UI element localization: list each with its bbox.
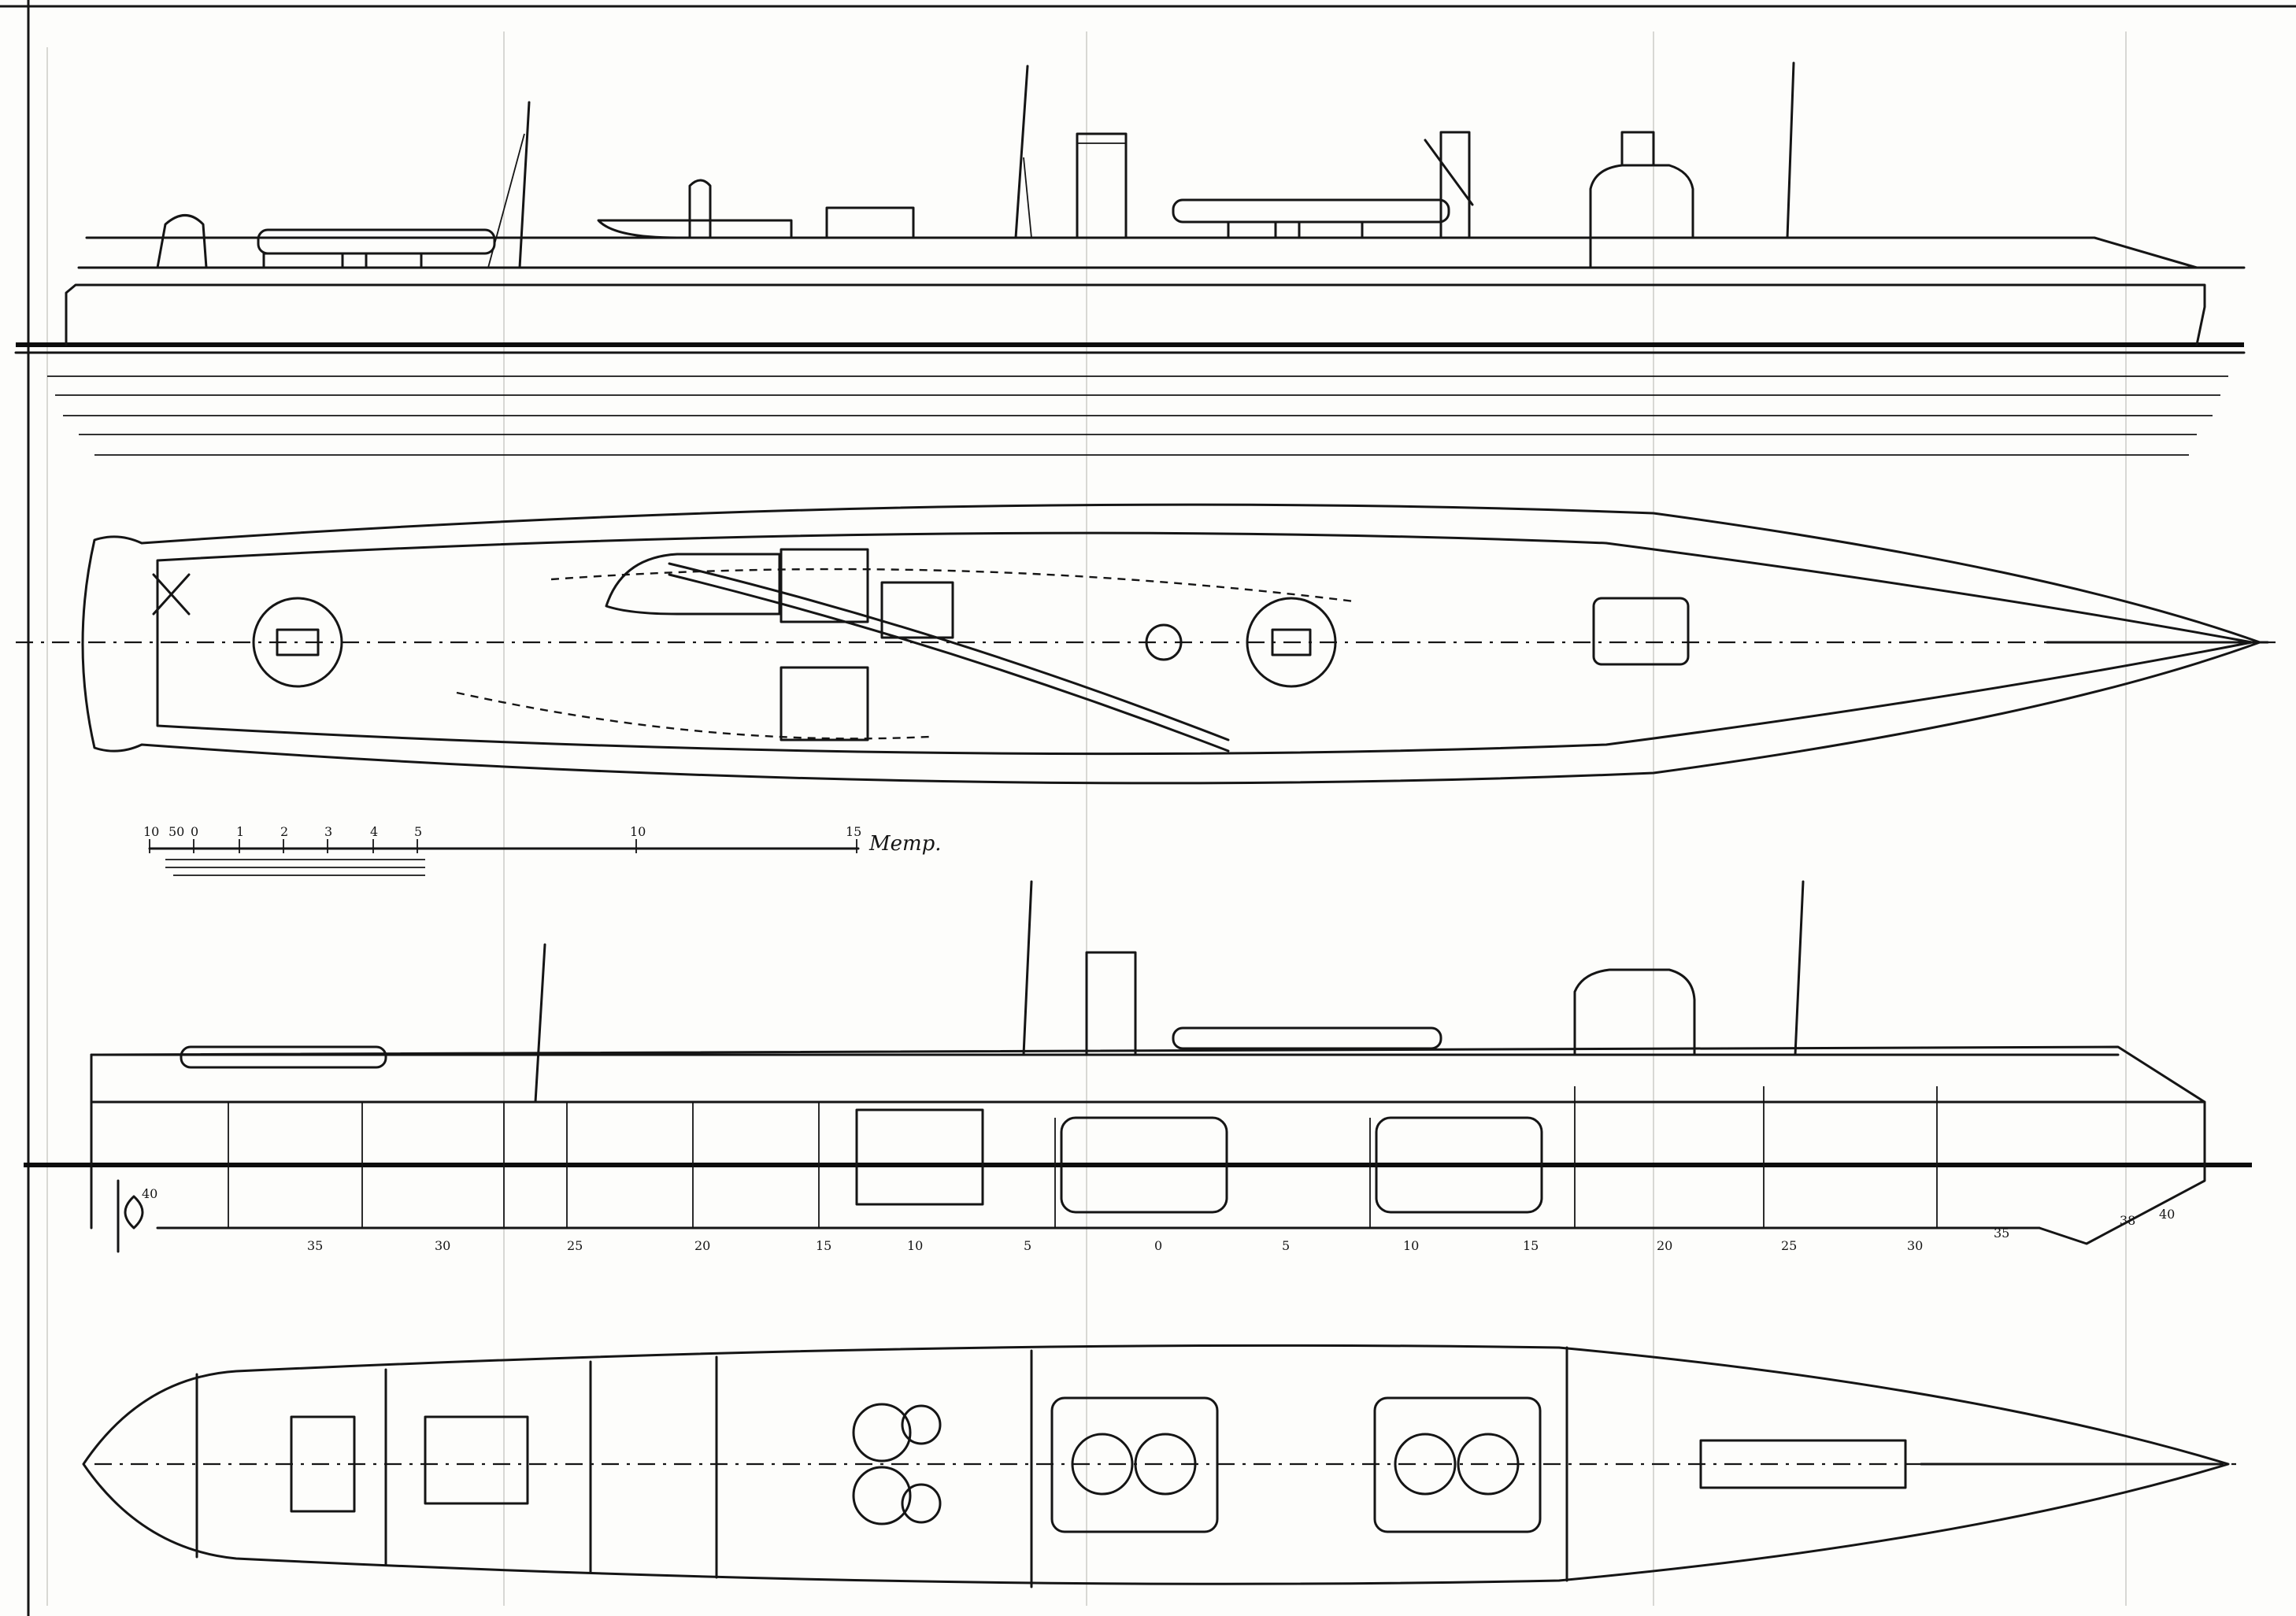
inboard-mid-torpedo-tube: [1172, 1026, 1442, 1050]
aft-boat: [597, 219, 793, 239]
aft-boiler: [1375, 1116, 1543, 1214]
frame-number: 35: [307, 1238, 323, 1253]
hold-bulkheads: [195, 1346, 1568, 1588]
scale-tick-2: 2: [280, 824, 288, 839]
frame-number: 35: [1994, 1226, 2009, 1241]
frame-number: 0: [1154, 1238, 1162, 1253]
aft-cabin: [290, 1415, 356, 1513]
boiler-hatch: [880, 581, 954, 639]
inboard-aft-mast: [534, 943, 546, 1104]
wardroom: [424, 1415, 529, 1505]
frame-number: 30: [1907, 1238, 1923, 1253]
torpedo-rail: [668, 562, 1230, 741]
stern-bitts: [152, 573, 191, 616]
frame-number: 10: [1403, 1238, 1419, 1253]
engine-block: [855, 1108, 984, 1206]
funnel-opening: [1145, 623, 1183, 661]
inboard-main-mast: [1022, 880, 1033, 1056]
deck-coaming: [156, 531, 2253, 756]
deck-plan-view: [16, 503, 2276, 785]
davit: [1424, 139, 1474, 206]
aft-mast: [518, 101, 531, 269]
scale-tick-10: 10: [143, 824, 159, 839]
main-mast: [1014, 65, 1029, 239]
frame-number: 15: [1523, 1238, 1539, 1253]
scale-tick-3: 3: [324, 824, 332, 839]
deck-boat: [605, 553, 781, 616]
hold-fore-boiler: [1050, 1396, 1219, 1533]
scale-unit-label: Метр.: [868, 832, 942, 856]
fore-mast: [1786, 61, 1795, 239]
profile-hull: [65, 283, 2206, 346]
frame-grid: [228, 1086, 1938, 1228]
frame-number: 5: [1024, 1238, 1031, 1253]
frame-number: 38: [2120, 1213, 2135, 1228]
engine-hatch-starboard: [780, 666, 869, 741]
frame-number: 25: [567, 1238, 583, 1253]
scale-tick-15m: 15: [846, 824, 861, 839]
hold-aft-boiler: [1373, 1396, 1542, 1533]
deck-outline: [81, 503, 2261, 785]
scale-ticks: [149, 839, 857, 853]
fore-boiler: [1060, 1116, 1228, 1214]
bow-magazine: [1699, 1439, 1907, 1489]
frame-number: 5: [1282, 1238, 1290, 1253]
outboard-profile-view: [14, 61, 2246, 456]
training-arc-port: [456, 691, 930, 740]
conning-tower: [1589, 164, 1694, 269]
scale-tick-1: 1: [236, 824, 244, 839]
funnel: [1076, 132, 1128, 239]
aft-ventilator: [688, 179, 712, 239]
frame-number: 30: [435, 1238, 450, 1253]
inboard-fore-mast: [1794, 880, 1805, 1056]
frame-numbers: 40 35 30 25 20 15 10 5 0 5 10 15 20 25 3…: [142, 1186, 2175, 1253]
engine-hatch-port: [780, 548, 869, 623]
engine-skylight: [825, 206, 915, 239]
inboard-hull: [90, 1045, 2206, 1245]
frame-number: 40: [142, 1186, 157, 1201]
mid-torpedo-tube: [1172, 198, 1450, 224]
propeller: [124, 1195, 144, 1230]
inboard-funnel: [1085, 951, 1137, 1056]
aft-gun-platform: [252, 597, 343, 688]
frame-number: 25: [1781, 1238, 1797, 1253]
scale-tick-5: 5: [414, 824, 422, 839]
starboard-engine: [852, 1466, 912, 1525]
conning-tower-plan: [1592, 597, 1690, 666]
fore-ventilator: [1439, 131, 1471, 239]
mid-gun-platform: [1246, 597, 1337, 688]
scale-bar: 10 50 0 1 2 3 4 5 10 15 Метр.: [143, 824, 942, 876]
frame-number: 20: [1657, 1238, 1672, 1253]
paper-bleed-through: [46, 31, 2127, 1606]
inboard-conning-tower: [1573, 968, 1696, 1056]
hold-plan-view: [82, 1344, 2236, 1588]
inboard-profile-view: 40 35 30 25 20 15 10 5 0 5 10 15 20 25 3…: [24, 880, 2252, 1253]
scale-tick-50: 50: [168, 824, 184, 839]
scale-tick-10m: 10: [630, 824, 646, 839]
frame-number: 20: [694, 1238, 710, 1253]
aft-torpedo-tube: [257, 228, 496, 255]
frame-number: 40: [2159, 1207, 2175, 1222]
scale-tick-4: 4: [370, 824, 378, 839]
port-engine: [852, 1403, 912, 1463]
frame-number: 10: [907, 1238, 923, 1253]
scale-tick-0: 0: [191, 824, 198, 839]
stern-bulwark: [156, 214, 208, 269]
inboard-aft-torpedo-tube: [180, 1045, 387, 1069]
hold-outline: [82, 1344, 2230, 1585]
frame-number: 15: [816, 1238, 831, 1253]
